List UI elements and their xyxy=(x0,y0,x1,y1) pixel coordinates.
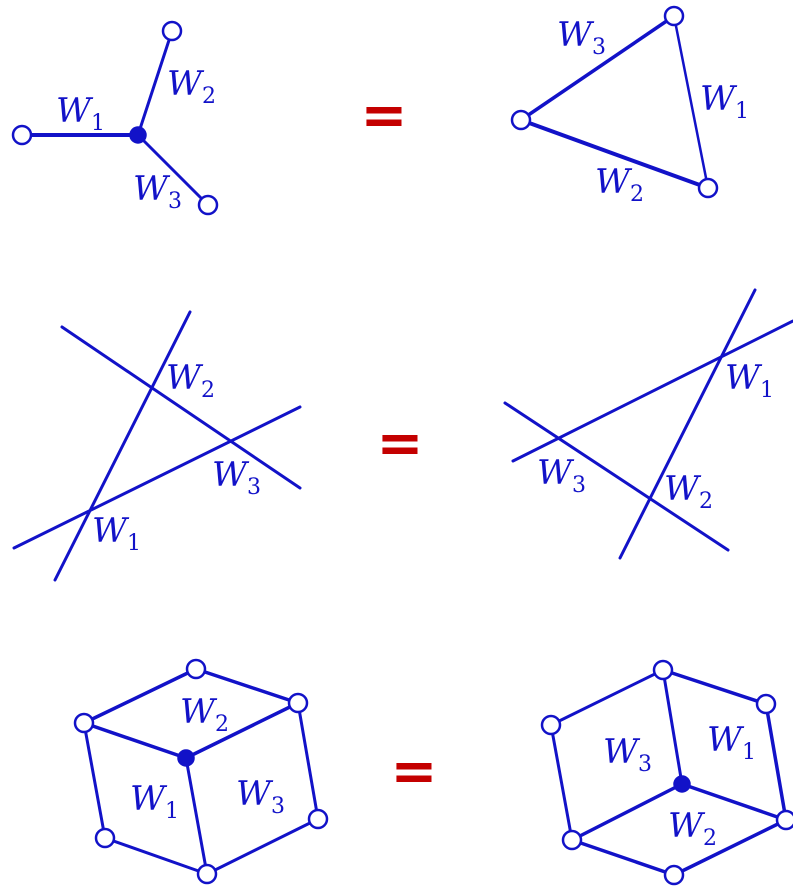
weight-label: W3 xyxy=(212,455,261,500)
cube-edge xyxy=(549,668,665,727)
weight-label: W2 xyxy=(668,806,717,851)
weight-label: W1 xyxy=(56,91,105,136)
cube-edge xyxy=(82,721,188,760)
row-cube: W2 W1 W3 = W3 W1 W2 xyxy=(73,658,793,886)
cube-edge xyxy=(82,667,198,725)
cube-vertex xyxy=(196,863,218,885)
weight-label: W1 xyxy=(725,358,774,403)
cube-edge xyxy=(549,723,574,842)
triangle-vertex xyxy=(663,5,685,27)
cube-edge xyxy=(82,721,107,840)
cube-vertex xyxy=(307,808,329,830)
cube-vertex xyxy=(663,864,685,886)
line xyxy=(503,401,730,552)
right-line-arrangement: W1 W3 W2 xyxy=(503,288,793,560)
weight-label: W3 xyxy=(557,15,606,60)
weight-label: W3 xyxy=(603,732,652,777)
cube-edge xyxy=(570,782,684,842)
weight-label: W2 xyxy=(595,162,644,207)
star-outer-vertex xyxy=(11,124,33,146)
cube-edge xyxy=(184,701,300,760)
row-star-triangle: W1 W2 W3 = W3 W1 W2 xyxy=(11,5,749,216)
cube-vertex xyxy=(540,714,562,736)
triangle-edge-1 xyxy=(672,14,710,190)
line xyxy=(53,310,192,582)
line xyxy=(12,405,302,550)
cube-center-vertex xyxy=(177,749,195,767)
star-graph: W1 W2 W3 xyxy=(11,20,219,216)
cube-edge xyxy=(661,668,684,786)
cube-vertex xyxy=(287,692,309,714)
equals-sign: = xyxy=(377,411,424,476)
cube-edge xyxy=(680,782,788,822)
star-edge-3 xyxy=(136,133,210,207)
star-center-vertex xyxy=(129,126,147,144)
star-edge-2 xyxy=(136,29,174,137)
cube-edge xyxy=(764,702,788,822)
left-line-arrangement: W2 W3 W1 xyxy=(12,310,302,582)
weight-label: W2 xyxy=(180,692,229,737)
triangle-vertex xyxy=(510,109,532,131)
triangle-vertex xyxy=(697,177,719,199)
cube-edge xyxy=(103,836,209,876)
cube-edge xyxy=(194,667,300,705)
cube-vertex xyxy=(73,712,95,734)
weight-label: W1 xyxy=(700,79,749,124)
weight-label: W3 xyxy=(133,169,182,214)
row-three-lines: W2 W3 W1 = W1 W3 W2 xyxy=(12,288,793,582)
weight-label: W3 xyxy=(236,774,285,819)
cube-vertex xyxy=(775,809,793,831)
cube-vertex xyxy=(755,693,777,715)
cube-vertex xyxy=(561,829,583,851)
weight-label: W3 xyxy=(537,453,586,498)
star-outer-vertex xyxy=(197,194,219,216)
cube-center-vertex xyxy=(673,775,691,793)
left-cube: W2 W1 W3 xyxy=(73,658,329,885)
triangle-graph: W3 W1 W2 xyxy=(510,5,749,207)
weight-label: W1 xyxy=(707,720,756,765)
cube-edge xyxy=(296,701,320,821)
weight-label: W2 xyxy=(166,358,215,403)
triangle-edge-2 xyxy=(519,118,710,190)
weight-label: W2 xyxy=(664,469,713,514)
cube-edge xyxy=(205,817,320,876)
cube-edge xyxy=(570,838,676,877)
cube-vertex xyxy=(185,658,207,680)
weight-label: W2 xyxy=(167,64,216,109)
line xyxy=(618,288,757,560)
weight-label: W1 xyxy=(130,779,179,824)
triangle-edge-3 xyxy=(519,14,676,122)
line xyxy=(60,325,302,490)
cube-edge xyxy=(672,818,788,877)
right-cube: W3 W1 W2 xyxy=(540,659,793,886)
equals-sign: = xyxy=(391,739,438,804)
star-outer-vertex xyxy=(161,20,183,42)
cube-vertex xyxy=(652,659,674,681)
cube-edge xyxy=(661,668,768,706)
equals-sign: = xyxy=(361,83,408,148)
cube-edge xyxy=(184,756,209,876)
weight-label: W1 xyxy=(92,511,141,556)
cube-vertex xyxy=(94,827,116,849)
